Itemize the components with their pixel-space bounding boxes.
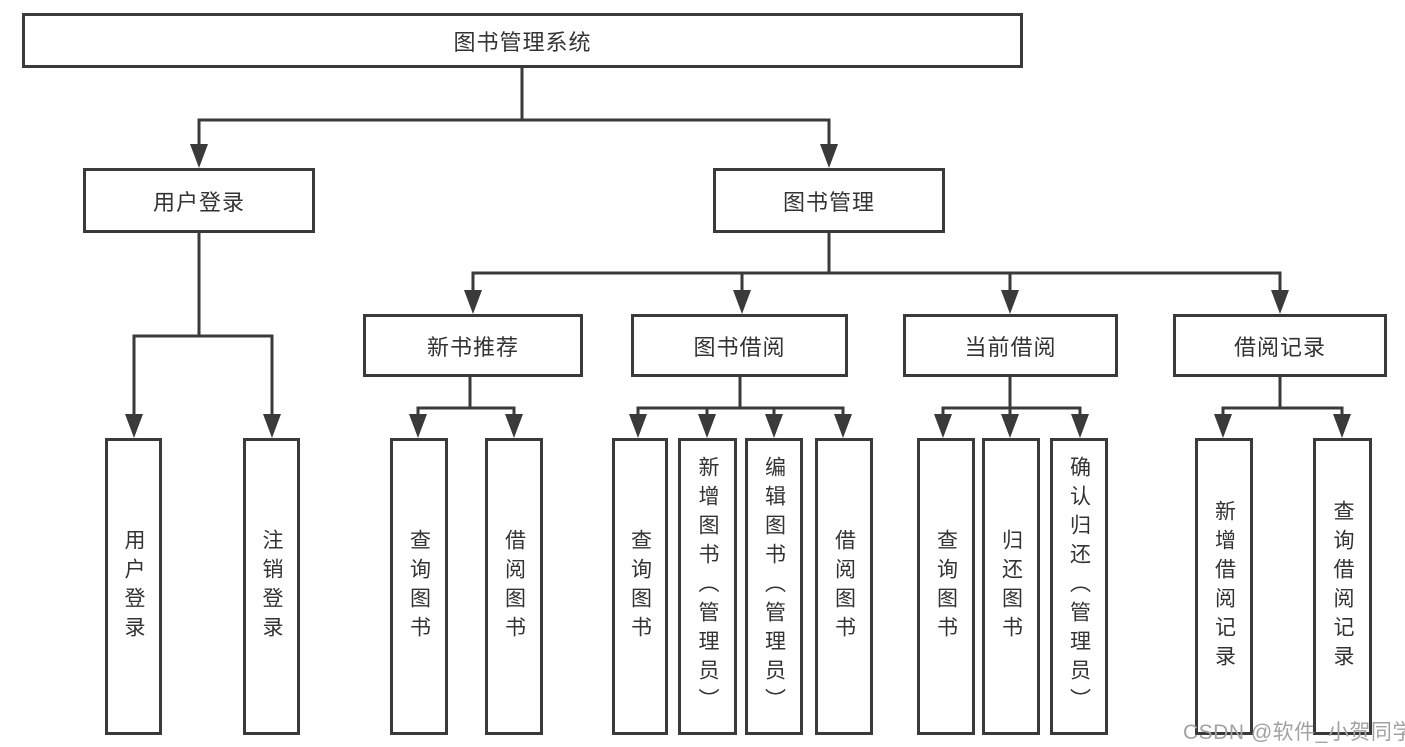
node-borrowing-records: 借阅记录 (1173, 314, 1387, 377)
node-label: 借阅记录 (1233, 334, 1326, 360)
leaf-query-books-current: 查询图书 (917, 438, 975, 735)
leaf-user-login: 用户登录 (105, 438, 162, 735)
leaf-label: 新增借阅记录 (1212, 499, 1236, 674)
leaf-borrow-books-recommend: 借阅图书 (485, 438, 543, 735)
leaf-label: 查询借阅记录 (1331, 499, 1354, 674)
arrowheads (125, 144, 1351, 438)
leaf-label: 新增图书（管理员） (696, 456, 719, 717)
leaf-label: 用户登录 (122, 528, 145, 645)
leaf-query-borrow-record: 查询借阅记录 (1313, 438, 1372, 735)
leaf-add-borrow-record: 新增借阅记录 (1195, 438, 1253, 735)
node-label: 图书借阅 (693, 334, 786, 360)
csdn-watermark: CSDN @软件_小贺同学 (1183, 721, 1405, 744)
node-label: 当前借阅 (964, 334, 1057, 360)
node-label: 新书推荐 (426, 334, 519, 360)
node-label: 图书管理系统 (453, 29, 592, 55)
leaf-label: 注销登录 (260, 528, 283, 645)
leaf-label: 查询图书 (628, 528, 652, 645)
leaf-label: 查询图书 (407, 528, 431, 645)
node-current-borrowing: 当前借阅 (903, 314, 1118, 377)
leaf-query-books-borrowing: 查询图书 (612, 438, 668, 735)
leaf-logout: 注销登录 (243, 438, 300, 735)
leaf-label: 查询图书 (934, 528, 958, 645)
leaf-label: 编辑图书（管理员） (762, 456, 786, 717)
leaf-return-books: 归还图书 (982, 438, 1040, 735)
leaf-confirm-return-admin: 确认归还（管理员） (1050, 438, 1108, 735)
leaf-edit-book-admin: 编辑图书（管理员） (745, 438, 803, 735)
node-label: 图书管理 (782, 189, 875, 215)
node-book-management: 图书管理 (713, 168, 945, 233)
leaf-query-books-recommend: 查询图书 (390, 438, 448, 735)
leaf-label: 借阅图书 (832, 528, 856, 645)
node-book-borrowing: 图书借阅 (631, 314, 848, 377)
node-label: 用户登录 (152, 189, 245, 215)
leaf-label: 归还图书 (999, 528, 1023, 645)
leaf-label: 借阅图书 (502, 528, 526, 645)
node-user-login: 用户登录 (83, 168, 315, 233)
node-library-management-system: 图书管理系统 (22, 13, 1023, 68)
leaf-add-book-admin: 新增图书（管理员） (678, 438, 737, 735)
leaf-borrow-books-borrowing: 借阅图书 (815, 438, 873, 735)
node-new-book-recommendation: 新书推荐 (363, 314, 583, 377)
leaf-label: 确认归还（管理员） (1067, 456, 1091, 717)
